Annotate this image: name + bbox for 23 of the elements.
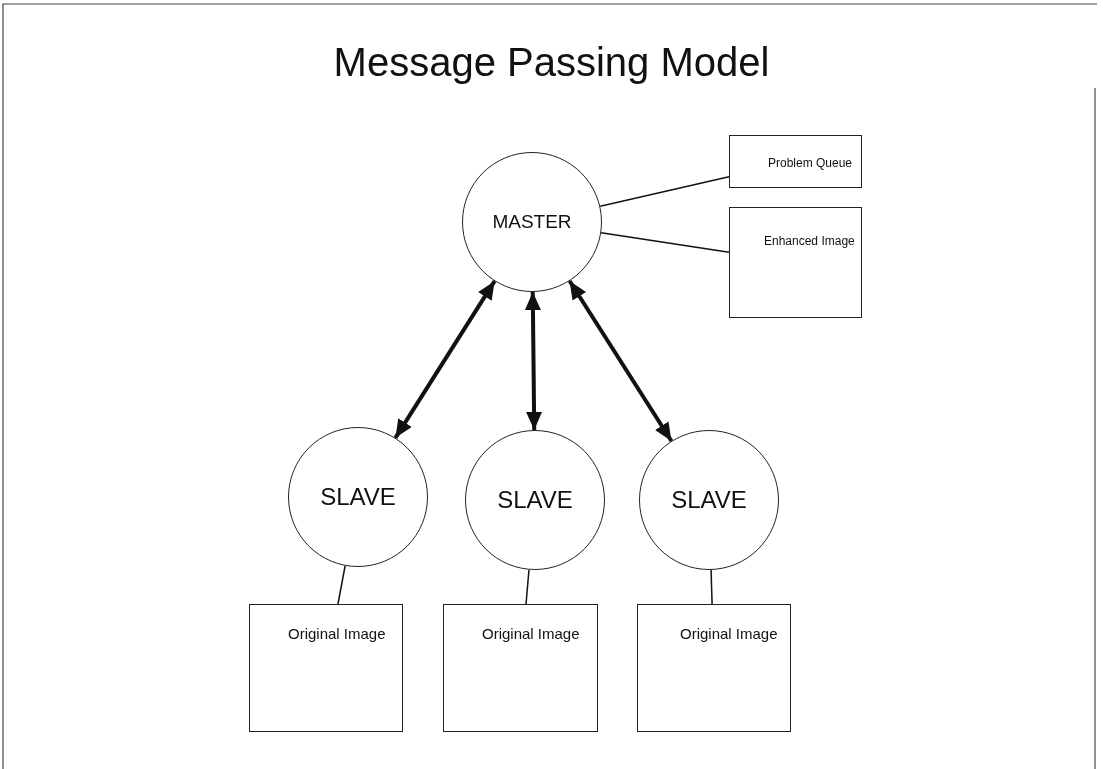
connector-line <box>525 569 530 605</box>
title: Message Passing Model <box>332 40 771 85</box>
data-box <box>729 135 862 188</box>
data-box <box>443 604 598 732</box>
node-label: Problem Queue <box>768 156 854 170</box>
node-label: Original Image <box>482 625 581 642</box>
node-label: SLAVE <box>320 483 396 511</box>
double-headed-arrow <box>567 279 674 443</box>
node-label: MASTER <box>492 211 572 233</box>
connector-line <box>337 565 346 605</box>
node-label: Original Image <box>680 625 779 642</box>
node-label: Original Image <box>288 625 387 642</box>
connector-line <box>600 231 730 254</box>
double-headed-arrow <box>393 280 497 439</box>
node-label: Enhanced Image <box>764 234 856 248</box>
double-headed-arrow <box>524 291 543 431</box>
data-box <box>249 604 403 732</box>
connector-line <box>599 176 730 208</box>
data-box <box>637 604 791 732</box>
connector-line <box>710 569 713 605</box>
data-box <box>729 207 862 318</box>
node-label: SLAVE <box>497 486 573 514</box>
node-label: SLAVE <box>671 486 747 514</box>
